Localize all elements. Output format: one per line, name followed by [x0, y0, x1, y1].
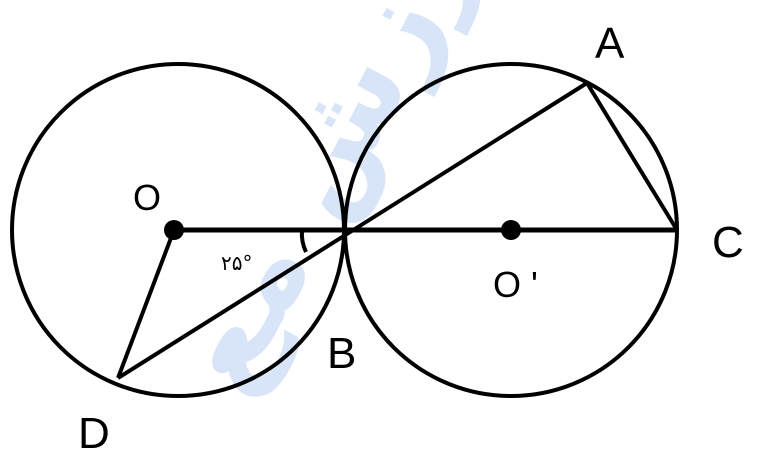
- center-point-o: [164, 220, 184, 240]
- label-b: B: [327, 329, 356, 378]
- label-o-prime: O ': [493, 264, 538, 305]
- segment-da: [116, 81, 589, 380]
- label-angle: ۲۵°: [221, 251, 252, 275]
- label-c: C: [712, 218, 744, 267]
- center-point-o-prime: [501, 220, 521, 240]
- angle-arc: [299, 229, 308, 253]
- label-o: O: [133, 177, 161, 218]
- segment-od: [116, 229, 176, 379]
- label-a: A: [595, 19, 625, 68]
- segment-ac: [585, 81, 679, 232]
- label-d: D: [78, 409, 110, 458]
